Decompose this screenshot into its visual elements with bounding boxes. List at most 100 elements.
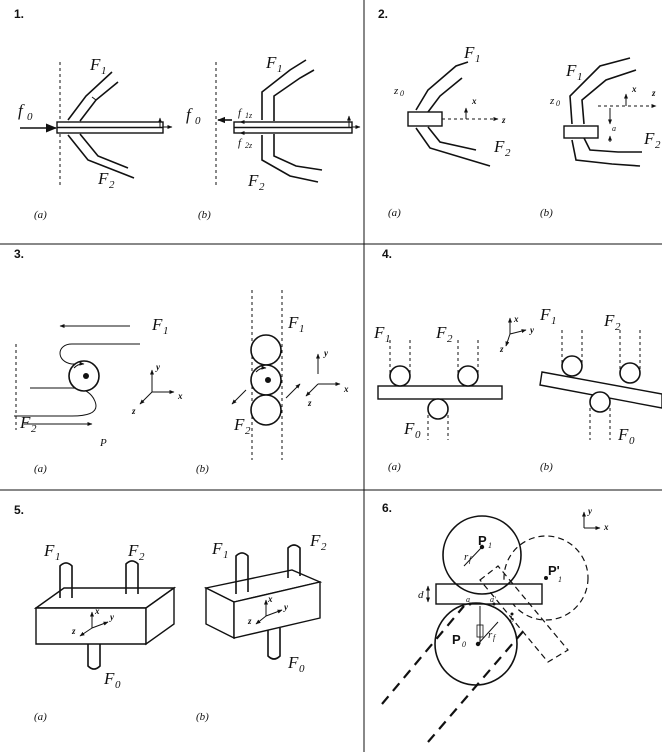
- caption-2b: (b): [540, 207, 553, 219]
- caption-2a: (a): [388, 207, 401, 219]
- label-F1-4a-sub: 1: [385, 333, 391, 345]
- axis-label-x-2a: x: [471, 96, 477, 106]
- axis-label-y-6: y: [587, 506, 593, 516]
- label-f1z-sub: 1z: [245, 111, 253, 120]
- label-F1-5b-sub: 1: [223, 549, 229, 561]
- label-F1-3b-sub: 1: [299, 323, 305, 335]
- label-F2-5a-sub: 2: [139, 551, 145, 563]
- label-F1-2b: F: [565, 61, 577, 80]
- panel-1: f 0 F 1 F 2 f 0 f 1z f 2z F 1: [18, 53, 361, 193]
- panel-number-2: 2.: [378, 7, 388, 21]
- label-f2z: f: [238, 137, 243, 149]
- panel-2: z 0 x z F 1 F 2 z 0 x z a F 1 F 2: [393, 43, 661, 167]
- label-F2-2a: F: [493, 137, 505, 156]
- caption-4b: (b): [540, 461, 553, 473]
- label-F1-4b: F: [539, 305, 551, 324]
- label-F2-2b-sub: 2: [655, 139, 661, 151]
- caption-4a: (a): [388, 461, 401, 473]
- caption-5a: (a): [34, 711, 47, 723]
- axis-label-z-5b: z: [247, 616, 252, 626]
- label-a: a: [466, 595, 470, 604]
- label-f0-b-sub: 0: [195, 115, 201, 127]
- label-a-2b: a: [612, 124, 616, 133]
- label-b: b: [510, 615, 514, 624]
- label-a-prime: a': [490, 595, 496, 604]
- label-F2-3b: F: [233, 415, 245, 434]
- label-F1-1a-sub: 1: [101, 65, 107, 77]
- panel-3: F 1 F 2 P y x z F 1 F 2 y x z: [14, 290, 349, 460]
- label-F2-1a: F: [97, 169, 109, 188]
- panel-2a-drawing: [407, 61, 499, 167]
- label-F1-2a: F: [463, 43, 475, 62]
- label-rf-top: r: [464, 551, 469, 563]
- label-F1-5a-sub: 1: [55, 551, 61, 563]
- label-F2-4b-sub: 2: [615, 321, 621, 333]
- panel-4a-drawing: [377, 317, 527, 440]
- label-rf-bottom-sub: f: [493, 633, 497, 642]
- panel-6: P 1 P' 1 P 0 r f r f d a a' b y x: [381, 506, 609, 743]
- panel-5: F 1 F 2 F 0 x y z F 1 F 2 F 0 x y z: [33, 531, 327, 691]
- label-F2-4b: F: [603, 311, 615, 330]
- panel-1a-drawing: [20, 62, 173, 186]
- label-F0-4b: F: [617, 425, 629, 444]
- axis-label-x-6: x: [603, 522, 609, 532]
- label-P1prime: P': [548, 563, 560, 578]
- label-F0-5a: F: [103, 669, 115, 688]
- label-P1-sub: 1: [488, 541, 492, 550]
- label-F1-4a: F: [373, 323, 385, 342]
- label-F2-1b-sub: 2: [259, 181, 265, 193]
- label-F1-1b: F: [265, 53, 277, 72]
- label-F0-5a-sub: 0: [115, 679, 121, 691]
- caption-3b: (b): [196, 463, 209, 475]
- label-F2-2a-sub: 2: [505, 147, 511, 159]
- panel-4: F 1 F 2 F 0 x y z F 1 F 2 F 0: [373, 305, 662, 447]
- label-F1-5a: F: [43, 541, 55, 560]
- caption-5b: (b): [196, 711, 209, 723]
- caption-1b: (b): [198, 209, 211, 221]
- axis-label-x-5a: x: [94, 606, 100, 616]
- label-F2-5b-sub: 2: [321, 541, 327, 553]
- label-F0-5b-sub: 0: [299, 663, 305, 675]
- label-f1z: f: [238, 107, 243, 119]
- axis-label-z-3b: z: [307, 398, 312, 408]
- label-F2-4a: F: [435, 323, 447, 342]
- label-P0-sub: 0: [462, 640, 466, 649]
- panel-number-1: 1.: [14, 7, 24, 21]
- panel-3a-drawing: [14, 324, 175, 430]
- label-F2-1a-sub: 2: [109, 179, 115, 191]
- axis-label-y-3a: y: [155, 362, 161, 372]
- axis-label-x-4a: x: [513, 314, 519, 324]
- label-F0-4b-sub: 0: [629, 435, 635, 447]
- axis-label-x-2b: x: [631, 84, 637, 94]
- panel-2b-drawing: [563, 57, 657, 167]
- label-F1-5b: F: [211, 539, 223, 558]
- axis-label-x-3b: x: [343, 384, 349, 394]
- caption-1a: (a): [34, 209, 47, 221]
- label-F1-1a: F: [89, 55, 101, 74]
- axis-label-x-3a: x: [177, 391, 183, 401]
- label-rf-top-sub: f: [469, 555, 473, 564]
- label-P-3a: P: [99, 437, 107, 449]
- axis-label-y-5b: y: [283, 602, 289, 612]
- panel-number-5: 5.: [14, 503, 24, 517]
- label-P1: P: [478, 533, 487, 548]
- panel-number-6: 6.: [382, 501, 392, 515]
- label-d: d: [418, 589, 424, 601]
- panel-5a-drawing: [33, 560, 177, 670]
- label-F2-2b: F: [643, 129, 655, 148]
- label-z0-a: z: [393, 85, 399, 97]
- label-z0-b-sub: 0: [556, 99, 560, 108]
- label-F1-3b: F: [287, 313, 299, 332]
- label-f0-b: f: [186, 105, 193, 124]
- axis-label-x-5b: x: [267, 594, 273, 604]
- label-rf-bottom: r: [488, 629, 493, 641]
- axis-label-y-4a: y: [529, 325, 535, 335]
- axis-label-y-5a: y: [109, 612, 115, 622]
- axis-label-z-3a: z: [131, 406, 136, 416]
- panel-number-3: 3.: [14, 247, 24, 261]
- axis-label-z-2a: z: [501, 115, 506, 125]
- label-P1prime-sub: 1: [558, 575, 562, 584]
- caption-3a: (a): [34, 463, 47, 475]
- panel-number-4: 4.: [382, 247, 392, 261]
